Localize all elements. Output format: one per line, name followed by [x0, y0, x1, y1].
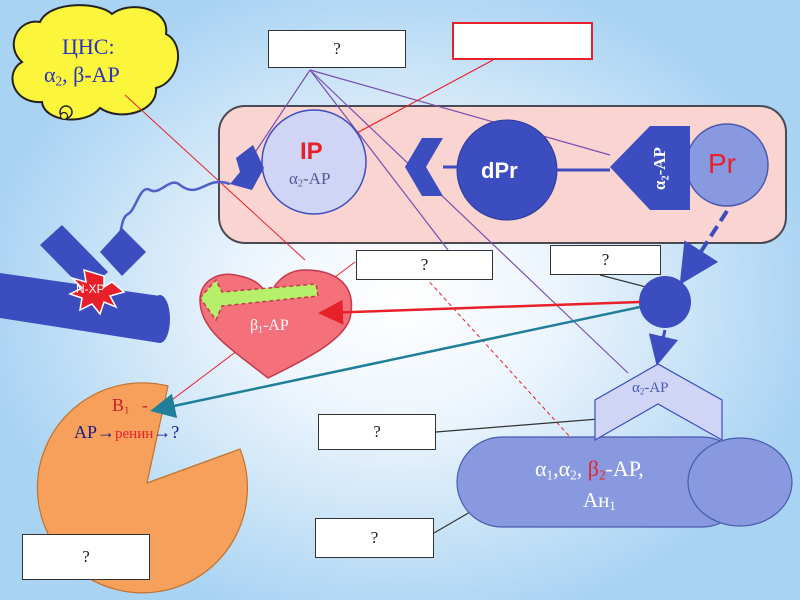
- node-to-vessel-arrow: [648, 329, 679, 366]
- vessel-ar: -АР,: [605, 456, 644, 481]
- cns-sep: ,: [62, 62, 74, 87]
- alpha2-vertical-receptor: [610, 126, 690, 210]
- ip-receptor-sub: 2: [297, 178, 304, 190]
- question-box-bottom-left[interactable]: ?: [22, 534, 150, 580]
- kidney-ar: АР→: [74, 422, 116, 442]
- vessel-sub3: 2: [598, 467, 606, 483]
- vessel-alpha2: ,α: [553, 456, 571, 481]
- heart-label: β1-АР: [250, 318, 289, 335]
- heart-shape: [199, 269, 353, 379]
- question-box-lower[interactable]: ?: [318, 414, 436, 450]
- kidney-b-sub: 1: [124, 404, 130, 417]
- heart-beta: β: [250, 317, 259, 334]
- vessel-beta: β: [587, 456, 599, 481]
- kidney-renin-label: АР→ренин→?: [74, 423, 179, 442]
- node-to-heart-arrow: [318, 299, 641, 325]
- vessel-an-sub: 1: [609, 499, 616, 514]
- cns-beta: β-АР: [73, 62, 120, 87]
- vessel-receptor-label: α2-АР: [632, 381, 669, 396]
- cns-title: ЦНС:: [62, 34, 115, 59]
- vessel-receptor-rest: -АР: [644, 380, 669, 396]
- heart-rest: -АР: [262, 317, 289, 334]
- vessel-an: Ан: [583, 488, 610, 512]
- mediator-node: [639, 276, 691, 328]
- nxp-label: N-ХР: [76, 282, 105, 296]
- alpha2-chevron-receptor: [594, 363, 723, 442]
- cns-alpha: α: [44, 62, 56, 87]
- vertical-receptor-label: α₂-АР: [649, 147, 669, 190]
- ip-receptor-label: α2-АР: [289, 170, 330, 190]
- vessel-receptors-label: α1,α2, β2-АР,: [535, 458, 644, 482]
- heart-sub: 1: [258, 324, 263, 336]
- vessel-an1-label: Ан1: [583, 490, 616, 513]
- chevron-receptor: [405, 138, 443, 196]
- dpr-label: dPr: [481, 158, 518, 183]
- effector-vessel: [456, 363, 793, 528]
- question-box-bottom-right[interactable]: ?: [315, 518, 434, 558]
- vessel-receptor-sub: 2: [639, 386, 645, 397]
- question-box-right[interactable]: ?: [550, 245, 661, 275]
- ip-label: IP: [300, 138, 323, 165]
- pr-label: Pr: [708, 148, 736, 179]
- left-cell-receptor: [230, 145, 264, 190]
- kidney-b1-label: B1 -: [112, 396, 148, 416]
- cns-receptors: α2, β-АР: [44, 64, 120, 88]
- ip-receptor-circle: [261, 109, 367, 215]
- cns-cloud: [11, 4, 180, 121]
- vessel-sub1: 1: [546, 467, 554, 483]
- kidney-dash: -: [141, 395, 148, 415]
- cns-alpha-sub: 2: [55, 73, 63, 89]
- pr-to-node-arrow: [679, 209, 729, 285]
- vessel-receptor-alpha: α: [632, 380, 640, 396]
- ip-receptor-alpha: α: [289, 169, 298, 188]
- node-to-kidney-arrow: [150, 305, 641, 419]
- vessel-comma: ,: [576, 456, 588, 481]
- kidney-renin: ренин: [115, 426, 154, 442]
- kidney-b: B: [112, 395, 125, 415]
- vessel-alpha1: α: [535, 456, 547, 481]
- nicotinic-receptor-group: [0, 225, 170, 343]
- question-box-top[interactable]: ?: [268, 30, 406, 68]
- vessel-sub2: 2: [570, 467, 577, 483]
- question-box-middle[interactable]: ?: [356, 250, 493, 280]
- axon-wave: [109, 180, 231, 248]
- ip-receptor-rest: -АР: [303, 169, 331, 188]
- kidney-end: →?: [153, 422, 180, 442]
- answer-box-top-red[interactable]: [452, 22, 593, 60]
